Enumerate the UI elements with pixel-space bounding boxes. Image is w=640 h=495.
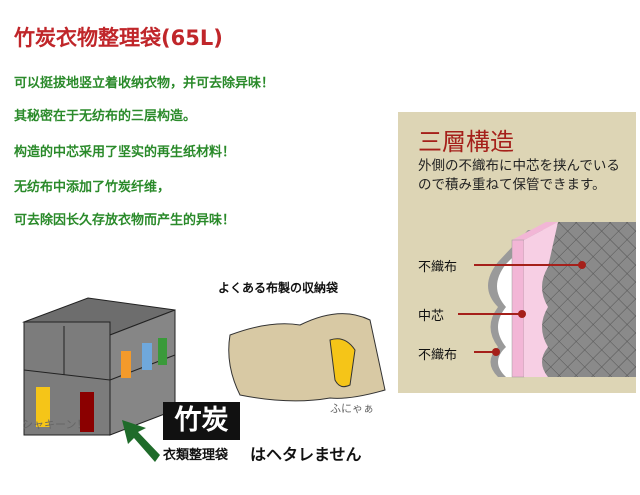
badge-subtitle: 衣類整理袋	[163, 448, 229, 463]
layer-label-core: 中芯	[418, 309, 445, 324]
feature-line: 可去除因长久存放衣物而产生的异味！	[14, 213, 236, 228]
bag-caption: よくある布製の収納袋	[218, 281, 339, 295]
feature-line: 可以挺拔地竖立着收纳衣物，并可去除异味！	[14, 76, 275, 91]
structure-panel: 三層構造 外側の不織布に中芯を挟んでいるので積み重ねて保管できます。 不織布 中…	[398, 112, 636, 393]
feature-line: 构造的中芯采用了坚实的再生纸材料！	[14, 145, 236, 160]
product-title: 竹炭衣物整理袋(65L)	[14, 26, 223, 50]
stacked-boxes-illustration	[22, 297, 176, 436]
feature-line: 其秘密在于无纺布的三层构造。	[14, 109, 197, 124]
panel-description: 外側の不織布に中芯を挟んでいるので積み重ねて保管できます。	[418, 158, 620, 193]
layer-diagram	[458, 222, 636, 378]
bag-sound: ふにゃぁ	[330, 402, 374, 415]
soft-bag-illustration	[228, 313, 386, 402]
bamboo-charcoal-badge: 竹炭	[163, 402, 240, 440]
panel-title: 三層構造	[418, 128, 514, 156]
arrow-icon	[122, 420, 160, 462]
tagline: はヘタレません	[250, 445, 362, 464]
feature-line: 无纺布中添加了竹炭纤维，	[14, 180, 171, 195]
layer-label-inner: 不織布	[418, 348, 458, 363]
comparison-illustration	[22, 297, 386, 462]
layer-label-outer: 不織布	[418, 260, 458, 275]
box-sound: シャキーン！	[22, 418, 88, 431]
